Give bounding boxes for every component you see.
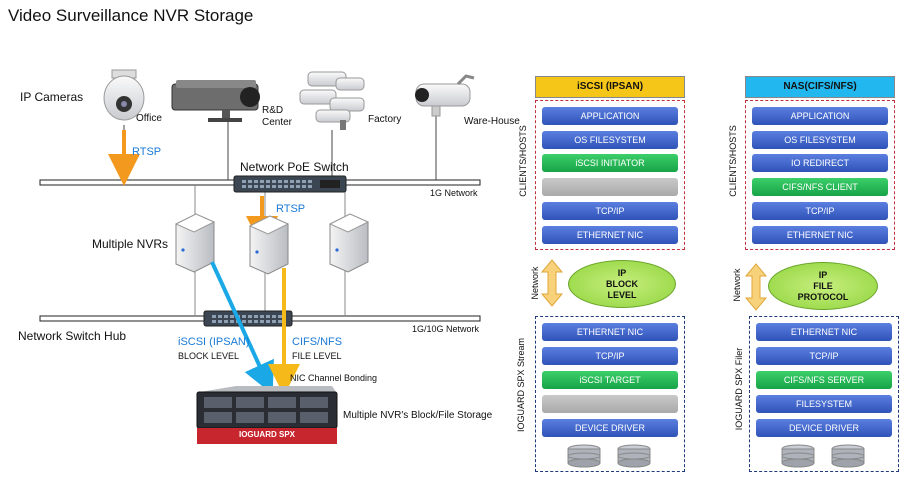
nvr-server-icon [328, 213, 370, 273]
network-1g-label: 1G Network [430, 188, 478, 198]
nas-layer-io-redirect: IO REDIRECT [752, 154, 888, 172]
nas-layer-application: APPLICATION [752, 107, 888, 125]
iscsi-layer-empty [542, 178, 678, 196]
nas-server-stack: ETHERNET NIC TCP/IP CIFS/NFS SERVER FILE… [749, 316, 899, 472]
nas-layer-ethernet-nic: ETHERNET NIC [752, 226, 888, 244]
iscsi-layer-os-filesystem: OS FILESYSTEM [542, 131, 678, 149]
disk-icon [831, 444, 865, 468]
iscsi-protocol-line-2: BLOCK [606, 278, 638, 289]
nas-srv-layer-tcpip: TCP/IP [756, 347, 892, 365]
iscsi-network-arrow-icon [540, 259, 564, 307]
nas-clients-hosts-label: CLIENTS/HOSTS [728, 125, 738, 197]
iscsi-client-stack: APPLICATION OS FILESYSTEM iSCSI INITIATO… [535, 100, 685, 250]
iscsi-srv-layer-device-driver: DEVICE DRIVER [542, 419, 678, 437]
iscsi-protocol-ellipse: IP BLOCK LEVEL [568, 260, 676, 308]
network-10g-label: 1G/10G Network [412, 324, 480, 334]
iscsi-layer-application: APPLICATION [542, 107, 678, 125]
iscsi-protocol-line-1: IP [617, 267, 627, 278]
nvr-server-icon [174, 213, 216, 273]
poe-switch-label: Network PoE Switch [240, 160, 349, 174]
nas-protocol-line-1: IP [818, 269, 828, 280]
switch-hub-label: Network Switch Hub [18, 329, 127, 343]
site-label-warehouse: Ware-House [464, 116, 520, 127]
iscsi-srv-layer-empty [542, 395, 678, 413]
iscsi-server-stack: ETHERNET NIC TCP/IP iSCSI TARGET DEVICE … [535, 316, 685, 472]
rtsp-label-top: RTSP [132, 146, 162, 158]
switch-hub-icon [203, 310, 293, 327]
nas-srv-layer-device-driver: DEVICE DRIVER [756, 419, 892, 437]
nas-network-arrow-icon [744, 263, 768, 311]
nas-protocol-line-3: PROTOCOL [797, 291, 849, 302]
iscsi-network-label: Network [530, 266, 540, 300]
storage-array-icon [196, 386, 338, 444]
nas-disk-icons [781, 444, 865, 468]
ip-cameras-label: IP Cameras [20, 90, 84, 104]
site-label-rnd: R&D Center [262, 105, 293, 128]
nas-srv-layer-ethernet-nic: ETHERNET NIC [756, 323, 892, 341]
dome-camera-icon [103, 69, 145, 121]
cifs-link-label: CIFS/NFS [292, 336, 343, 348]
camera-cluster-icon [299, 71, 365, 130]
iscsi-layer-ethernet-nic: ETHERNET NIC [542, 226, 678, 244]
box-camera-icon [415, 74, 475, 117]
disk-icon [567, 444, 601, 468]
iscsi-layer-tcpip: TCP/IP [542, 202, 678, 220]
file-level-label: FILE LEVEL [292, 351, 342, 361]
iscsi-layer-initiator: iSCSI INITIATOR [542, 154, 678, 172]
site-label-office: Office [136, 113, 162, 124]
storage-brand-label: IOGUARD SPX [238, 430, 295, 439]
iscsi-link-label: iSCSI (IPSAN) [178, 336, 250, 348]
nvr-server-icon [248, 215, 290, 275]
nas-protocol-line-2: FILE [813, 280, 833, 291]
nas-layer-cifs-client: CIFS/NFS CLIENT [752, 178, 888, 196]
nas-srv-layer-filesystem: FILESYSTEM [756, 395, 892, 413]
nas-header: NAS(CIFS/NFS) [745, 76, 895, 98]
block-level-label: BLOCK LEVEL [178, 351, 240, 361]
iscsi-srv-layer-tcpip: TCP/IP [542, 347, 678, 365]
iscsi-header: iSCSI (IPSAN) [535, 76, 685, 98]
page-title: Video Surveillance NVR Storage [8, 6, 254, 25]
nas-server-side-label: IOGUARD SPX Filer [734, 347, 744, 431]
rtsp-label-mid: RTSP [276, 203, 306, 215]
iscsi-srv-layer-ethernet-nic: ETHERNET NIC [542, 323, 678, 341]
topology-diagram [39, 69, 481, 444]
nas-srv-layer-cifs-server: CIFS/NFS SERVER [756, 371, 892, 389]
iscsi-clients-hosts-label: CLIENTS/HOSTS [518, 125, 528, 197]
iscsi-srv-layer-target: iSCSI TARGET [542, 371, 678, 389]
nas-layer-os-filesystem: OS FILESYSTEM [752, 131, 888, 149]
bullet-camera-icon [171, 80, 260, 122]
storage-label: Multiple NVR's Block/File Storage [343, 410, 493, 421]
nas-layer-tcpip: TCP/IP [752, 202, 888, 220]
nas-protocol-ellipse: IP FILE PROTOCOL [768, 262, 878, 310]
poe-switch-icon [233, 175, 347, 193]
multiple-nvrs-label: Multiple NVRs [92, 237, 169, 251]
nas-network-label: Network [732, 268, 742, 302]
disk-icon [617, 444, 651, 468]
iscsi-protocol-line-3: LEVEL [607, 289, 637, 300]
nas-client-stack: APPLICATION OS FILESYSTEM IO REDIRECT CI… [745, 100, 895, 250]
nic-bonding-label: NIC Channel Bonding [290, 373, 378, 383]
iscsi-server-side-label: IOGUARD SPX Stream [516, 337, 526, 433]
iscsi-disk-icons [567, 444, 651, 468]
site-label-factory: Factory [368, 114, 402, 125]
disk-icon [781, 444, 815, 468]
iscsi-arrow [210, 261, 274, 395]
